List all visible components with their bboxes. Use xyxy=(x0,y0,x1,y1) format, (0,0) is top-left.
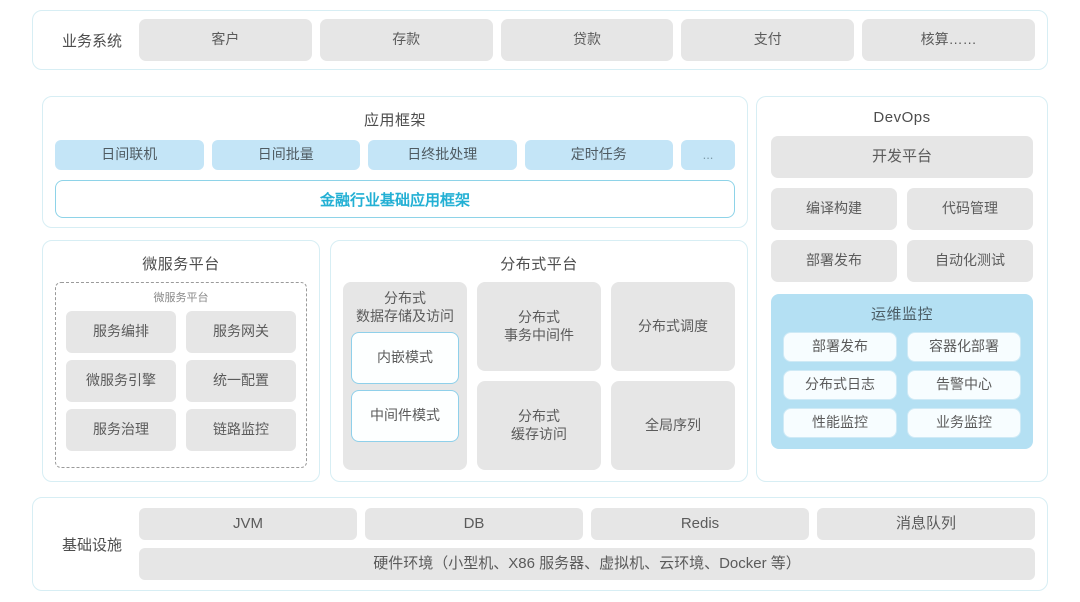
ops-chip-performance-monitor[interactable]: 性能监控 xyxy=(783,408,897,438)
business-systems-row: 业务系统 客户 存款 贷款 支付 核算…… xyxy=(32,10,1048,70)
ops-monitoring-title: 运维监控 xyxy=(870,306,933,323)
infrastructure-chips: JVM DB Redis 消息队列 xyxy=(139,508,1035,540)
devops-chip-deploy-release[interactable]: 部署发布 xyxy=(771,240,897,282)
devops-title: DevOps xyxy=(873,109,931,126)
ops-chip-alert-center[interactable]: 告警中心 xyxy=(907,370,1021,400)
storage-chip-embedded-mode[interactable]: 内嵌模式 xyxy=(351,332,459,384)
microservice-inner-dashed-box: 微服务平台 服务编排 服务网关 微服务引擎 统一配置 服务治理 链路监控 xyxy=(55,282,307,468)
finance-base-framework-band[interactable]: 金融行业基础应用框架 xyxy=(55,180,735,218)
infrastructure-row: 基础设施 JVM DB Redis 消息队列 硬件环境（小型机、X86 服务器、… xyxy=(32,497,1048,591)
business-chip-deposit[interactable]: 存款 xyxy=(319,19,493,61)
app-chip-daytime-online[interactable]: 日间联机 xyxy=(55,140,204,170)
distributed-chip-cache-access[interactable]: 分布式 缓存访问 xyxy=(477,381,601,470)
microservice-chip-engine[interactable]: 微服务引擎 xyxy=(66,360,176,402)
distributed-platform-panel: 分布式平台 分布式 数据存储及访问 内嵌模式 中间件模式 分布式 事务中间件 分… xyxy=(330,240,748,482)
infra-chip-hardware-environment[interactable]: 硬件环境（小型机、X86 服务器、虚拟机、云环境、Docker 等） xyxy=(139,548,1035,580)
ops-monitoring-chips: 部署发布 容器化部署 分布式日志 告警中心 性能监控 业务监控 xyxy=(783,332,1021,438)
app-chip-scheduled-task[interactable]: 定时任务 xyxy=(524,140,673,170)
distributed-chip-scheduling[interactable]: 分布式调度 xyxy=(611,282,735,371)
application-framework-panel: 应用框架 日间联机 日间批量 日终批处理 定时任务 ... 金融行业基础应用框架 xyxy=(42,96,748,228)
business-systems-chips: 客户 存款 贷款 支付 核算…… xyxy=(139,19,1035,61)
devops-chip-automated-test[interactable]: 自动化测试 xyxy=(907,240,1033,282)
ops-monitoring-panel: 运维监控 部署发布 容器化部署 分布式日志 告警中心 性能监控 业务监控 xyxy=(771,294,1033,449)
distributed-platform-title: 分布式平台 xyxy=(500,256,578,273)
microservice-chips: 服务编排 服务网关 微服务引擎 统一配置 服务治理 链路监控 xyxy=(66,311,296,451)
infra-chip-redis[interactable]: Redis xyxy=(591,508,809,540)
microservice-platform-panel: 微服务平台 微服务平台 服务编排 服务网关 微服务引擎 统一配置 服务治理 链路… xyxy=(42,240,320,482)
application-framework-title: 应用框架 xyxy=(363,112,426,129)
devops-chip-code-management[interactable]: 代码管理 xyxy=(907,188,1033,230)
ops-chip-business-monitor[interactable]: 业务监控 xyxy=(907,408,1021,438)
ops-chip-containerized-deploy[interactable]: 容器化部署 xyxy=(907,332,1021,362)
ops-chip-distributed-log[interactable]: 分布式日志 xyxy=(783,370,897,400)
infra-chip-message-queue[interactable]: 消息队列 xyxy=(817,508,1035,540)
microservice-chip-governance[interactable]: 服务治理 xyxy=(66,409,176,451)
devops-chip-dev-platform[interactable]: 开发平台 xyxy=(771,136,1033,178)
business-chip-payment[interactable]: 支付 xyxy=(681,19,855,61)
microservice-chip-unified-config[interactable]: 统一配置 xyxy=(186,360,296,402)
devops-chip-compile-build[interactable]: 编译构建 xyxy=(771,188,897,230)
microservice-chip-gateway[interactable]: 服务网关 xyxy=(186,311,296,353)
application-framework-chips: 日间联机 日间批量 日终批处理 定时任务 ... xyxy=(55,140,735,170)
business-chip-loan[interactable]: 贷款 xyxy=(500,19,674,61)
infra-chip-db[interactable]: DB xyxy=(365,508,583,540)
infrastructure-label: 基础设施 xyxy=(61,536,122,554)
app-chip-daytime-batch[interactable]: 日间批量 xyxy=(211,140,360,170)
microservice-platform-title: 微服务平台 xyxy=(142,256,220,273)
distributed-storage-column[interactable]: 分布式 数据存储及访问 内嵌模式 中间件模式 xyxy=(343,282,467,470)
infrastructure-content: JVM DB Redis 消息队列 硬件环境（小型机、X86 服务器、虚拟机、云… xyxy=(139,508,1035,580)
distributed-platform-body: 分布式 数据存储及访问 内嵌模式 中间件模式 分布式 事务中间件 分布式调度 分… xyxy=(343,282,735,470)
distributed-platform-chips: 分布式 事务中间件 分布式调度 分布式 缓存访问 全局序列 xyxy=(477,282,735,470)
business-chip-accounting[interactable]: 核算…… xyxy=(862,19,1035,61)
business-systems-label: 业务系统 xyxy=(61,32,122,50)
distributed-storage-title: 分布式 数据存储及访问 xyxy=(356,290,454,324)
storage-chip-middleware-mode[interactable]: 中间件模式 xyxy=(351,390,459,442)
distributed-chip-global-sequence[interactable]: 全局序列 xyxy=(611,381,735,470)
devops-chips: 编译构建 代码管理 部署发布 自动化测试 xyxy=(771,188,1033,282)
microservice-inner-title: 微服务平台 xyxy=(153,292,209,304)
microservice-chip-trace-monitor[interactable]: 链路监控 xyxy=(186,409,296,451)
ops-chip-deploy-release[interactable]: 部署发布 xyxy=(783,332,897,362)
distributed-chip-transaction-middleware[interactable]: 分布式 事务中间件 xyxy=(477,282,601,371)
devops-panel: DevOps 开发平台 编译构建 代码管理 部署发布 自动化测试 运维监控 部署… xyxy=(756,96,1048,482)
app-chip-eod-batch[interactable]: 日终批处理 xyxy=(368,140,517,170)
app-chip-more[interactable]: ... xyxy=(681,140,735,170)
business-chip-customer[interactable]: 客户 xyxy=(139,19,312,61)
microservice-chip-orchestration[interactable]: 服务编排 xyxy=(66,311,176,353)
infra-chip-jvm[interactable]: JVM xyxy=(139,508,357,540)
